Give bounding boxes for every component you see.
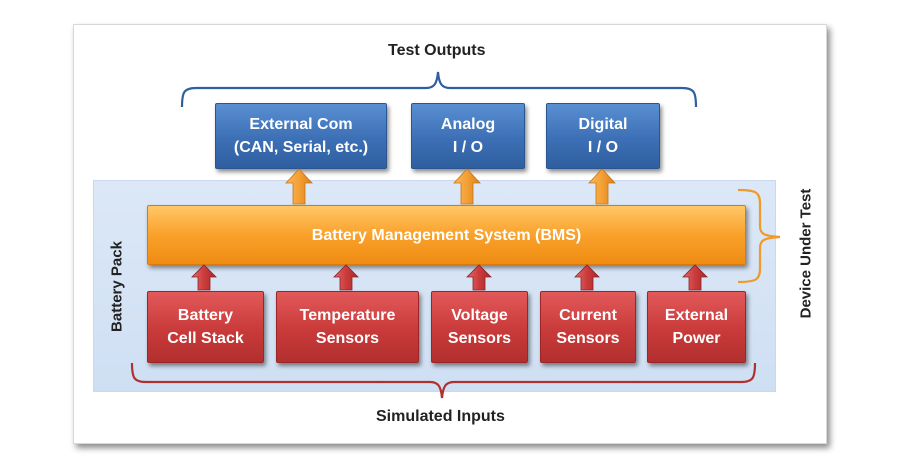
dut-bracket: [737, 188, 781, 284]
input-box-line1: Battery: [177, 307, 234, 324]
output-box-line2: I / O: [452, 139, 484, 156]
input-box-line1: External: [664, 307, 729, 324]
arrow-up-icon: [285, 168, 313, 205]
arrow-up-icon: [333, 264, 359, 291]
simulated-inputs-label: Simulated Inputs: [376, 408, 505, 425]
input-box-line2: Cell Stack: [167, 330, 244, 347]
output-box-line1: Analog: [440, 116, 496, 133]
bms-box: Battery Management System (BMS): [147, 205, 746, 265]
output-box-line2: (CAN, Serial, etc.): [233, 139, 369, 156]
input-box-battery-cell-stack: Battery Cell Stack: [147, 291, 264, 363]
output-bracket: [180, 71, 698, 108]
arrow-up-icon: [453, 168, 481, 205]
output-box-digital-io: Digital I / O: [546, 103, 660, 169]
input-box-voltage-sensors: Voltage Sensors: [431, 291, 528, 363]
input-box-line2: Sensors: [556, 330, 620, 347]
arrow-up-icon: [466, 264, 492, 291]
test-outputs-label: Test Outputs: [388, 42, 486, 59]
output-box-line1: Digital: [578, 116, 628, 133]
output-box-external-com: External Com (CAN, Serial, etc.): [215, 103, 387, 169]
input-box-current-sensors: Current Sensors: [540, 291, 636, 363]
bms-label: Battery Management System (BMS): [311, 226, 582, 244]
input-box-line2: Power: [672, 330, 721, 347]
output-box-analog-io: Analog I / O: [411, 103, 525, 169]
arrow-up-icon: [682, 264, 708, 291]
input-box-temperature-sensors: Temperature Sensors: [276, 291, 419, 363]
input-box-line1: Current: [559, 307, 617, 324]
output-box-line2: I / O: [587, 139, 619, 156]
input-box-external-power: External Power: [647, 291, 746, 363]
arrow-up-icon: [574, 264, 600, 291]
input-box-line1: Temperature: [299, 307, 396, 324]
input-box-line2: Sensors: [447, 330, 512, 347]
arrow-up-icon: [191, 264, 217, 291]
input-box-line1: Voltage: [451, 307, 508, 324]
output-box-line1: External Com: [249, 116, 353, 133]
arrow-up-icon: [588, 168, 616, 205]
input-bracket: [130, 362, 757, 399]
input-box-line2: Sensors: [315, 330, 380, 347]
